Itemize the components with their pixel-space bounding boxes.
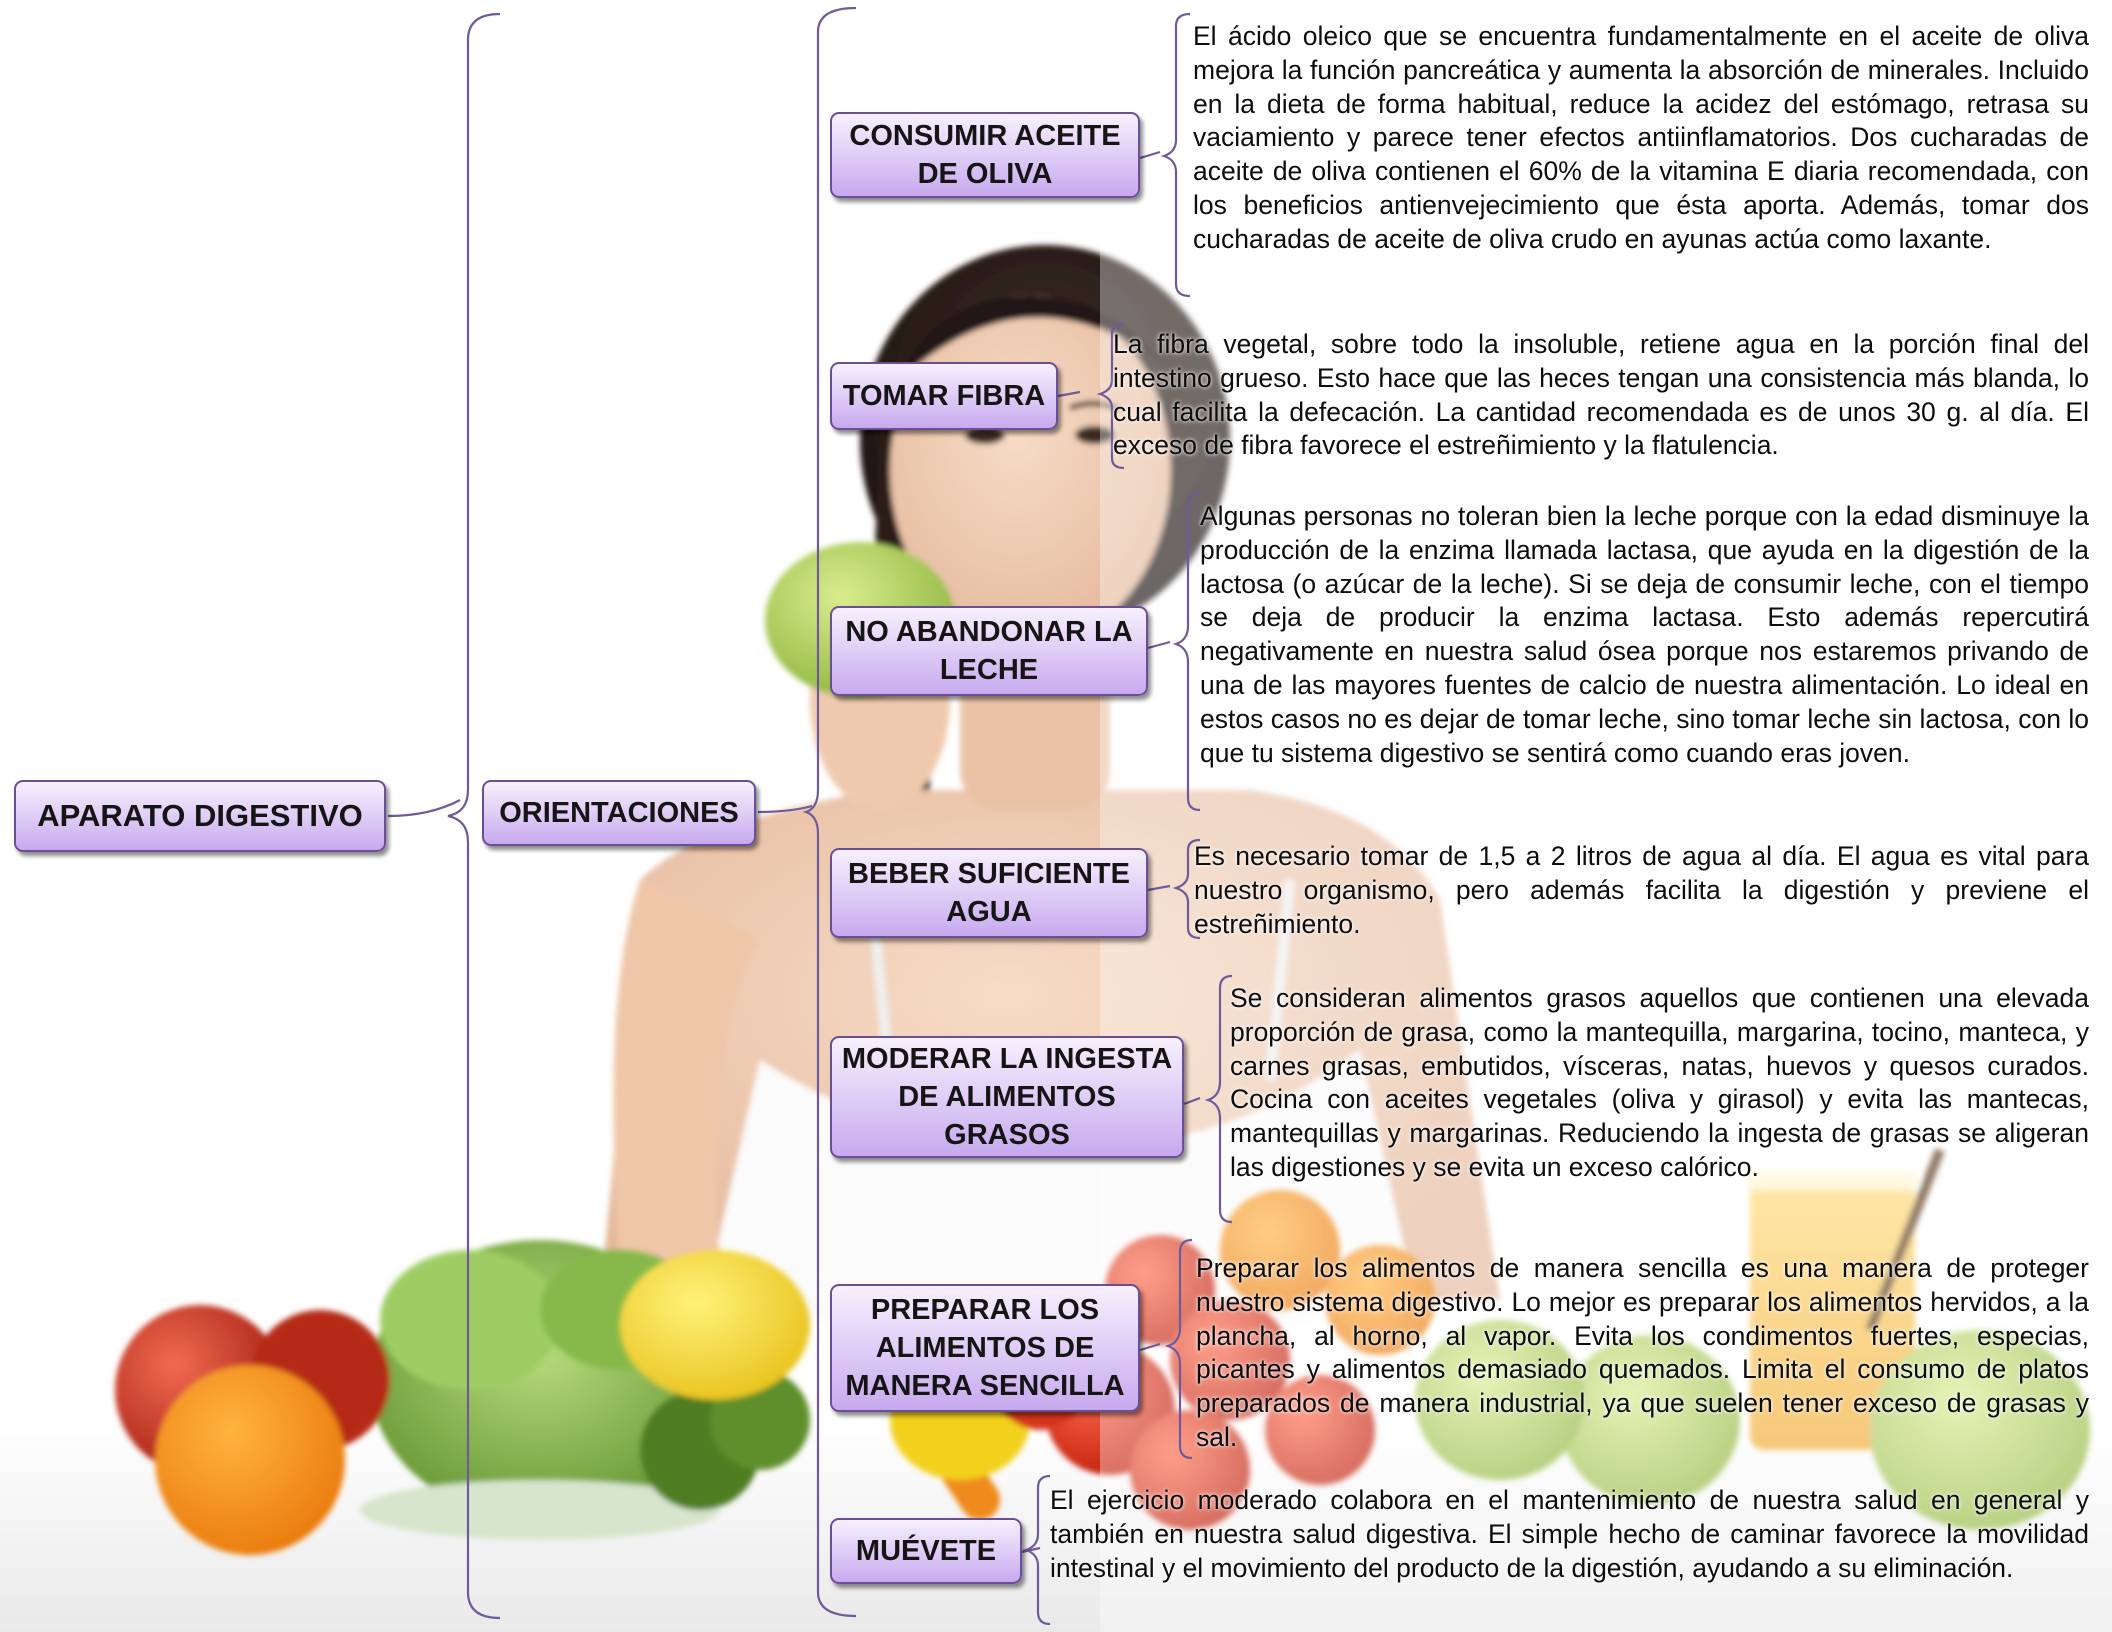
topic-label: MUÉVETE [856,1532,996,1570]
topic-label: TOMAR FIBRA [843,377,1045,415]
topic-node-beber-agua[interactable]: BEBER SUFICIENTE AGUA [830,848,1148,938]
topic-node-preparar-alimentos[interactable]: PREPARAR LOS ALIMENTOS DE MANERA SENCILL… [830,1284,1140,1412]
topic-label: NO ABANDONAR LA LECHE [840,613,1138,689]
topic-node-alimentos-grasos[interactable]: MODERAR LA INGESTA DE ALIMENTOS GRASOS [830,1036,1184,1158]
description-leche: Algunas personas no toleran bien la lech… [1200,500,2089,770]
description-alimentos-grasos: Se consideran alimentos grasos aquellos … [1230,982,2089,1185]
topic-node-muevete[interactable]: MUÉVETE [830,1518,1022,1584]
topic-label: CONSUMIR ACEITE DE OLIVA [840,117,1130,193]
topic-node-leche[interactable]: NO ABANDONAR LA LECHE [830,606,1148,696]
hub-node-orientaciones[interactable]: ORIENTACIONES [482,780,756,846]
topic-node-tomar-fibra[interactable]: TOMAR FIBRA [830,362,1058,430]
description-aceite-oliva: El ácido oleico que se encuentra fundame… [1193,20,2089,257]
description-muevete: El ejercicio moderado colabora en el man… [1050,1484,2089,1585]
topic-label: PREPARAR LOS ALIMENTOS DE MANERA SENCILL… [840,1291,1130,1405]
topic-label: BEBER SUFICIENTE AGUA [840,855,1138,931]
description-preparar-alimentos: Preparar los alimentos de manera sencill… [1196,1252,2089,1455]
topic-node-aceite-oliva[interactable]: CONSUMIR ACEITE DE OLIVA [830,112,1140,198]
hub-node-label: ORIENTACIONES [499,794,739,832]
description-tomar-fibra: La fibra vegetal, sobre todo la insolubl… [1113,328,2089,463]
root-node-label: APARATO DIGESTIVO [37,797,363,835]
description-beber-agua: Es necesario tomar de 1,5 a 2 litros de … [1194,840,2089,941]
topic-label: MODERAR LA INGESTA DE ALIMENTOS GRASOS [840,1040,1174,1154]
root-node-aparato-digestivo[interactable]: APARATO DIGESTIVO [14,780,386,852]
